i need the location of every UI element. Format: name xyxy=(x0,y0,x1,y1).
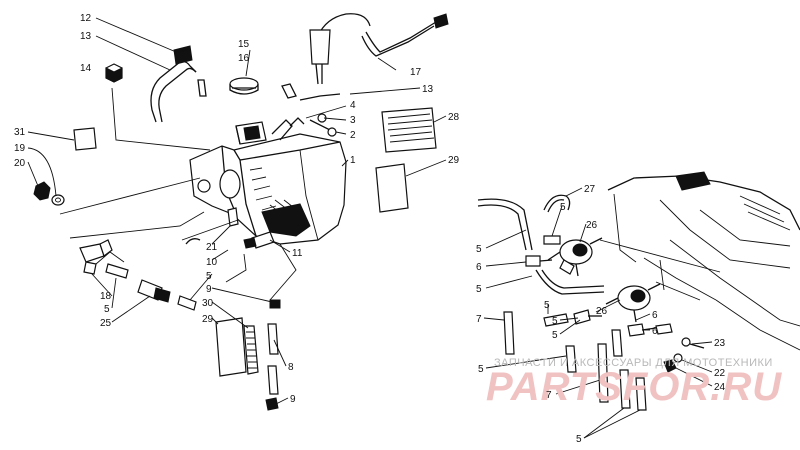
callout-6a: 6 xyxy=(476,262,482,273)
watermark-caption: ЗАПЧАСТИ И АКСЕССУАРЫ ДЛЯ МОТОТЕХНИКИ xyxy=(494,357,773,369)
callout-26b: 26 xyxy=(596,306,608,317)
pump-26b xyxy=(605,283,661,323)
callout-5b: 5 xyxy=(104,304,110,315)
callout-6b: 6 xyxy=(652,310,658,321)
engine-outline xyxy=(607,171,800,351)
vent-hose xyxy=(150,60,197,123)
callout-5c: 5 xyxy=(560,202,566,213)
callout-14: 14 xyxy=(80,63,92,74)
callout-5i: 5 xyxy=(478,364,484,375)
callout-21: 21 xyxy=(206,242,218,253)
washer-19 xyxy=(51,194,65,206)
hose-5g xyxy=(543,313,569,327)
hose-7b xyxy=(597,343,609,403)
hose-5i xyxy=(565,345,577,373)
nut-14 xyxy=(105,63,123,83)
callout-11: 11 xyxy=(292,248,303,259)
callout-9a: 9 xyxy=(206,284,212,295)
hose-5e xyxy=(535,269,605,295)
elbow-18 xyxy=(79,239,113,275)
callout-2: 2 xyxy=(350,130,356,141)
callout-5a: 5 xyxy=(206,271,212,282)
hose-13b xyxy=(299,93,341,101)
callout-29b: 29 xyxy=(202,314,214,325)
clamp-9a xyxy=(269,299,281,309)
watermark-logo: PARTSFOR.RU xyxy=(486,365,782,409)
callout-7a: 7 xyxy=(476,314,482,325)
callout-27: 27 xyxy=(584,184,596,195)
callout-22: 22 xyxy=(714,368,726,379)
callout-5f: 5 xyxy=(544,300,550,311)
callout-3: 3 xyxy=(350,115,356,126)
callout-5e: 5 xyxy=(476,284,482,295)
grommet-12 xyxy=(173,45,193,65)
pad-29b xyxy=(215,317,247,377)
clip-10 xyxy=(185,238,201,245)
callout-5h: 5 xyxy=(552,330,558,341)
callout-19: 19 xyxy=(14,143,26,154)
hose-5a xyxy=(105,263,129,279)
callout-30: 30 xyxy=(202,298,214,309)
callout-9b: 9 xyxy=(290,394,296,405)
callout-5d: 5 xyxy=(476,244,482,255)
washer-22 xyxy=(673,353,683,363)
callout-8: 8 xyxy=(288,362,294,373)
callout-29a: 29 xyxy=(448,155,460,166)
filler-cap xyxy=(229,77,259,95)
tee-6a xyxy=(525,255,553,267)
callout-4: 4 xyxy=(350,100,356,111)
bolt-23 xyxy=(681,337,705,349)
fitting-11 xyxy=(243,231,275,249)
callout-31: 31 xyxy=(14,127,26,138)
pad-31 xyxy=(73,127,97,151)
filter-25 xyxy=(137,279,197,311)
callout-26a: 26 xyxy=(586,220,598,231)
callout-6c: 6 xyxy=(652,326,658,337)
callout-13: 13 xyxy=(80,31,92,42)
callout-13b: 13 xyxy=(422,84,434,95)
callout-25: 25 xyxy=(100,318,112,329)
fitting-21 xyxy=(227,207,239,227)
callout-5j: 5 xyxy=(576,434,582,445)
callout-16: 16 xyxy=(238,53,250,64)
tee-6b xyxy=(573,309,602,325)
callout-7b: 7 xyxy=(546,390,552,401)
hose-8 xyxy=(267,323,279,395)
callout-17: 17 xyxy=(410,67,422,78)
callout-12: 12 xyxy=(80,13,92,24)
hose-5f xyxy=(543,235,561,245)
clamp-9b xyxy=(265,397,279,411)
callout-28: 28 xyxy=(448,112,460,123)
decal-28 xyxy=(381,107,437,153)
pump-26a xyxy=(547,237,603,277)
leader-lines xyxy=(27,17,713,439)
clip-27 xyxy=(543,194,571,211)
callout-20: 20 xyxy=(14,158,26,169)
hose-vert xyxy=(611,329,623,357)
hose-5h xyxy=(655,323,673,335)
callout-15: 15 xyxy=(238,39,250,50)
hose-5c xyxy=(477,198,533,251)
hose-5j xyxy=(619,369,647,411)
callout-1: 1 xyxy=(350,155,356,166)
pad-29a xyxy=(375,163,409,213)
nut-20 xyxy=(33,181,51,201)
oil-tank xyxy=(189,117,347,245)
callout-18: 18 xyxy=(100,291,112,302)
spring-30 xyxy=(243,325,259,375)
breather-fitting xyxy=(197,79,207,97)
callout-23: 23 xyxy=(714,338,726,349)
callout-10: 10 xyxy=(206,257,218,268)
hose-7a xyxy=(503,311,515,355)
callout-24: 24 xyxy=(714,382,726,393)
sensor-wire xyxy=(309,13,449,85)
callout-5g: 5 xyxy=(552,316,558,327)
callouts: 12 13 14 15 16 17 13 4 3 2 28 1 29 31 19… xyxy=(14,13,726,445)
